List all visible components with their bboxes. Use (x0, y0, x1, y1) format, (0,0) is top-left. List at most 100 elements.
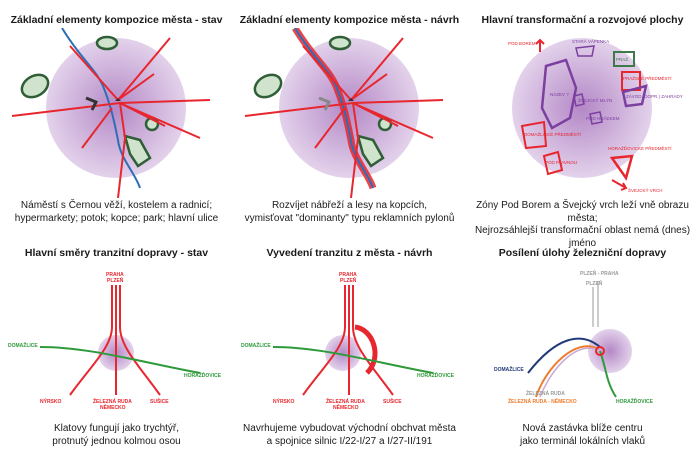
label-nyrsko: NÝRSKO (273, 398, 295, 405)
panel-composition-current: Základní elementy kompozice města - stav… (0, 0, 233, 229)
caption-line: Klatovy fungují jako trychtýř, (53, 423, 180, 434)
zone-zavod-zahrady (621, 84, 648, 108)
label-svejcky-vrch: ŠVEJCKÝ VRCH (628, 187, 663, 193)
label-plzen: PLZEŇ (586, 279, 603, 287)
rail-map: PLZEŇ - PRAHA PLZEŇ DOMAŽLICE ŽELEZNÁ RU… (494, 269, 654, 405)
composition-current-map (11, 28, 211, 198)
panel-title: Posílení úlohy železniční dopravy (498, 247, 667, 259)
label-domazlice: DOMAŽLICE (8, 341, 38, 349)
panel-caption: Nová zastávka blíže centru jako terminál… (466, 423, 699, 448)
stream (294, 28, 374, 189)
label-zavod-zahrady: ZÁVOD (DOPR.) ZAHRADY (626, 93, 683, 99)
transformation-map: POD BOREM STARÁ VÁPENKA PRAŽ. PRAŽSKÉ PŘ… (508, 38, 683, 193)
panel-title: Základní elementy kompozice města - stav (10, 14, 223, 26)
city-circle (325, 335, 361, 371)
panel-transit-current: Hlavní směry tranzitní dopravy - stav PR… (0, 229, 233, 458)
rail-zelezna-ruda (535, 345, 599, 398)
zone-stara-vapenka (575, 45, 595, 57)
label-nemecko: NĚMECKO (100, 403, 126, 411)
park-top (328, 35, 352, 51)
label-plzen-praha: PLZEŇ - PRAHA (580, 269, 619, 277)
zone-nazev (540, 58, 578, 130)
panel-rail: Posílení úlohy železniční dopravy PLZEŇ … (466, 229, 699, 458)
label-praz: PRAŽ. (616, 55, 629, 62)
panel-title: Základní elementy kompozice města - návr… (239, 14, 460, 26)
zone-svejcky-vrch-arrow (611, 179, 628, 191)
label-praha: PRAHA (339, 272, 357, 278)
caption-line: Zóny Pod Borem a Švejcký vrch leží vně o… (476, 200, 689, 224)
label-svejcky-mlyn: ŠVEJCKÝ MLÝN (578, 97, 612, 103)
main-streets (11, 37, 211, 198)
label-praha: PRAHA (106, 272, 124, 278)
label-horazdovice: HORAŽĎOVICE (184, 371, 222, 379)
label-nazev: NÁZEV ? (550, 91, 569, 97)
transit-labels: PRAHA PLZEŇ DOMAŽLICE HORAŽĎOVICE NÝRSKO… (241, 272, 455, 411)
zone-domazlicke-predmesti (520, 120, 548, 150)
caption-line: Náměstí s Černou věží, kostelem a radnic… (20, 200, 213, 211)
church-symbol (115, 98, 121, 101)
city-circle (512, 38, 652, 178)
label-zelezna-ruda: ŽELEZNÁ RUDA (93, 397, 132, 405)
caption-line: jako terminál lokálních vlaků (519, 435, 646, 447)
rail-zelezna-ruda-2 (539, 347, 601, 398)
panel-caption: Náměstí s Černou věží, kostelem a radnic… (0, 200, 233, 225)
church-symbol (348, 98, 354, 101)
park-top (95, 35, 119, 51)
park-left (253, 73, 283, 99)
park-stream (123, 134, 152, 168)
panel-title: Vyvedení tranzitu z města - návrh (266, 247, 433, 259)
panel-composition-proposal: Základní elementy kompozice města - návr… (233, 0, 466, 229)
label-horazdovice: HORAŽĎOVICE (616, 397, 654, 405)
label-zelezna-ruda: ŽELEZNÁ RUDA (526, 389, 565, 397)
label-susice: SUŠICE (383, 397, 402, 405)
square-symbol (318, 96, 332, 111)
east-bypass (354, 324, 378, 375)
transit-roads (69, 285, 161, 396)
zone-svejcky-mlyn (573, 93, 585, 107)
label-domazlicke-predmesti: DOMAŽLICKÉ PŘEDMĚSTÍ (524, 130, 582, 137)
city-circle (588, 329, 632, 373)
label-pod-borem: POD BOREM (508, 41, 536, 46)
transit-labels: PRAHA PLZEŇ DOMAŽLICE HORAŽĎOVICE NÝRSKO… (8, 272, 222, 411)
label-pod-plavnou: POD PLAVNOU (545, 160, 577, 165)
composition-proposal-map (244, 28, 444, 198)
label-plzen: PLZEŇ (340, 276, 357, 284)
park-stream (356, 134, 385, 168)
caption-line: Nová zastávka blíže centru (522, 423, 643, 434)
rail-domazlice (527, 337, 601, 374)
square-symbol (85, 96, 99, 111)
zone-pod-borem-arrow (535, 38, 545, 52)
caption-line: Navrhujeme vybudovat východní obchvat mě… (243, 423, 456, 434)
caption-line: hypermarkety; potok; kopce; park; hlavní… (14, 212, 219, 224)
new-stop-marker (595, 346, 605, 356)
panel-transit-proposal: Vyvedení tranzitu z města - návrh PRAHA … (233, 229, 466, 458)
caption-line: a spojnice silnic I/22-I/27 a I/27-II/19… (266, 435, 433, 447)
panel-transformation-areas: Hlavní transformační a rozvojové plochy … (466, 0, 699, 249)
label-horazdovice: HORAŽĎOVICE (417, 371, 455, 379)
panel-title: Hlavní transformační a rozvojové plochy (481, 14, 684, 26)
zone-praz (613, 51, 635, 67)
panel-caption: Rozvíjet nábřeží a lesy na kopcích, vymi… (233, 200, 466, 225)
park-left (20, 73, 50, 99)
caption-line: Rozvíjet nábřeží a lesy na kopcích, (271, 200, 428, 211)
caption-line: vymisťovat "dominanty" typu reklamních p… (244, 212, 455, 224)
label-stara-vapenka: STARÁ VÁPENKA (572, 38, 609, 44)
zone-pod-hradkem (589, 111, 603, 125)
rail-labels: PLZEŇ - PRAHA PLZEŇ DOMAŽLICE ŽELEZNÁ RU… (494, 269, 654, 405)
label-prazske-predmesti: PRAŽSKÉ PŘEDMĚSTÍ (623, 74, 672, 81)
panel-caption: Navrhujeme vybudovat východní obchvat mě… (233, 423, 466, 448)
caption-line: Nejrozsáhlejší transformační oblast nemá… (474, 225, 691, 249)
label-nyrsko: NÝRSKO (40, 398, 62, 405)
transit-current-map: PRAHA PLZEŇ DOMAŽLICE HORAŽĎOVICE NÝRSKO… (8, 272, 222, 411)
transit-roads (302, 285, 394, 396)
cross-road (39, 346, 201, 374)
zone-labels: POD BOREM STARÁ VÁPENKA PRAŽ. PRAŽSKÉ PŘ… (508, 38, 683, 193)
label-horazdovicke-predmesti: HORAŽĎOVICKÉ PŘEDMĚSTÍ (608, 144, 672, 151)
label-domazlice: DOMAŽLICE (494, 365, 524, 373)
label-pod-hradkem: POD HRÁDKEM (586, 115, 620, 121)
city-circle (46, 38, 186, 178)
zone-pod-plavnou (542, 150, 564, 176)
zone-horazdovicke-predmesti (609, 154, 634, 181)
caption-line: protnutý jednou kolmou osou (52, 435, 181, 447)
label-zr-nemecko: ŽELEZNÁ RUDA - NĚMECKO (508, 397, 577, 405)
